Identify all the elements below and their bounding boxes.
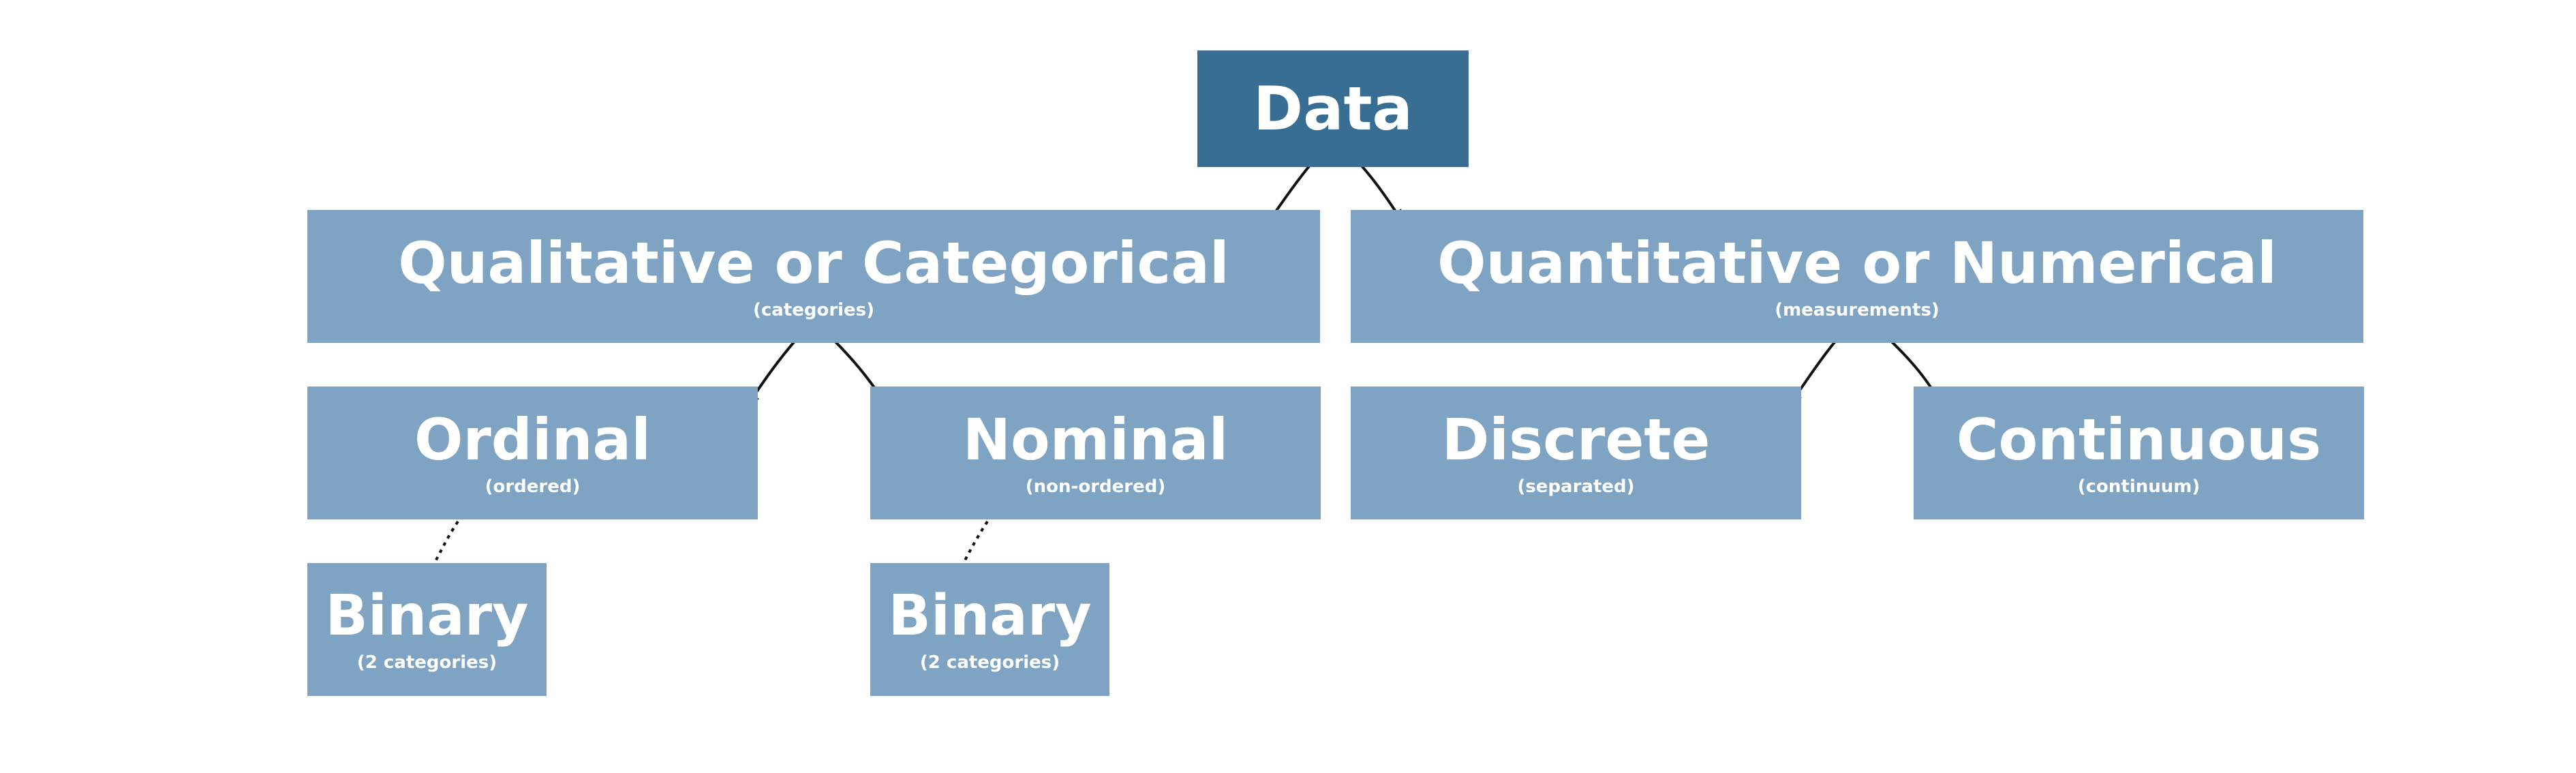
node-ordinal: Ordinal (ordered) bbox=[307, 386, 758, 519]
node-quantitative: Quantitative or Numerical (measurements) bbox=[1351, 210, 2363, 343]
node-data-title: Data bbox=[1253, 73, 1413, 144]
node-nominal: Nominal (non-ordered) bbox=[870, 386, 1321, 519]
node-ordinal-subtitle: (ordered) bbox=[485, 476, 581, 497]
node-qualitative-title: Qualitative or Categorical bbox=[398, 229, 1229, 297]
node-binary-nominal-subtitle: (2 categories) bbox=[919, 652, 1060, 673]
node-binary-ordinal-subtitle: (2 categories) bbox=[356, 652, 497, 673]
node-qualitative: Qualitative or Categorical (categories) bbox=[307, 210, 1320, 343]
node-discrete-subtitle: (separated) bbox=[1517, 476, 1635, 497]
node-binary-ordinal-title: Binary bbox=[325, 583, 529, 648]
node-discrete-title: Discrete bbox=[1441, 406, 1711, 473]
node-continuous: Continuous (continuum) bbox=[1914, 386, 2364, 519]
node-discrete: Discrete (separated) bbox=[1351, 386, 1801, 519]
node-continuous-subtitle: (continuum) bbox=[2077, 476, 2201, 497]
node-quantitative-title: Quantitative or Numerical bbox=[1437, 229, 2277, 297]
node-quantitative-subtitle: (measurements) bbox=[1775, 299, 1939, 320]
node-qualitative-subtitle: (categories) bbox=[752, 299, 875, 320]
node-nominal-title: Nominal bbox=[962, 406, 1229, 473]
node-binary-nominal: Binary (2 categories) bbox=[870, 563, 1109, 696]
node-nominal-subtitle: (non-ordered) bbox=[1025, 476, 1166, 497]
node-binary-nominal-title: Binary bbox=[888, 583, 1092, 648]
node-binary-ordinal: Binary (2 categories) bbox=[307, 563, 547, 696]
node-ordinal-title: Ordinal bbox=[414, 406, 651, 473]
node-continuous-title: Continuous bbox=[1956, 406, 2322, 473]
node-data: Data bbox=[1197, 50, 1469, 167]
